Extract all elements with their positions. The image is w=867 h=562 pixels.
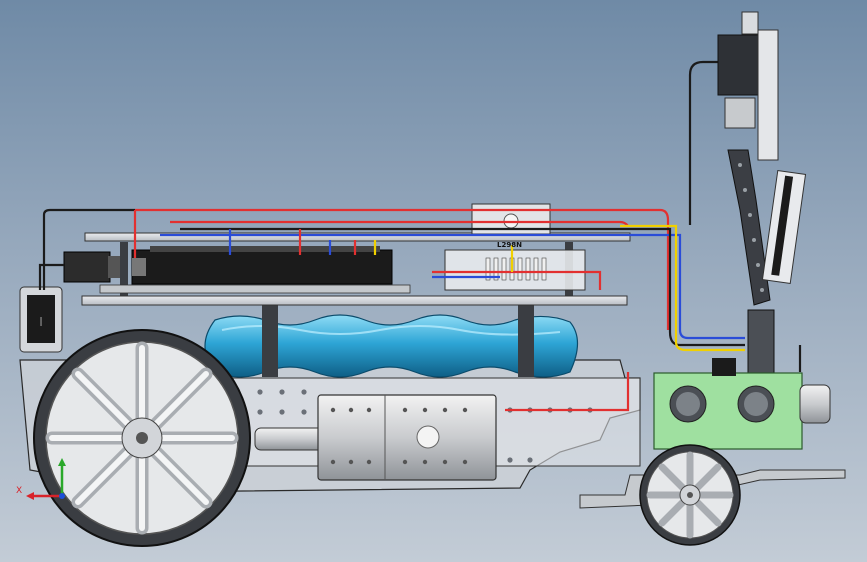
- servo-head: [717, 11, 779, 161]
- ultrasonic-sensor: [653, 358, 831, 450]
- middle-plate: [81, 295, 628, 306]
- controller-board: [99, 246, 411, 294]
- coordinate-triad: [26, 458, 66, 500]
- driver-module-label: L298N: [497, 241, 522, 249]
- dc-jack: [63, 251, 120, 283]
- side-sensor-board: [761, 170, 807, 284]
- svg-text:|: |: [39, 317, 42, 327]
- rear-wheel: [33, 329, 251, 547]
- gear-motor: [254, 394, 497, 481]
- top-plate: [84, 232, 631, 242]
- battery-pack: [204, 314, 579, 378]
- power-switch: |: [19, 286, 63, 353]
- front-wheel: [639, 444, 741, 546]
- wiring: [38, 60, 802, 412]
- axis-x-label: X: [16, 486, 23, 496]
- sensor-mast: [727, 149, 775, 381]
